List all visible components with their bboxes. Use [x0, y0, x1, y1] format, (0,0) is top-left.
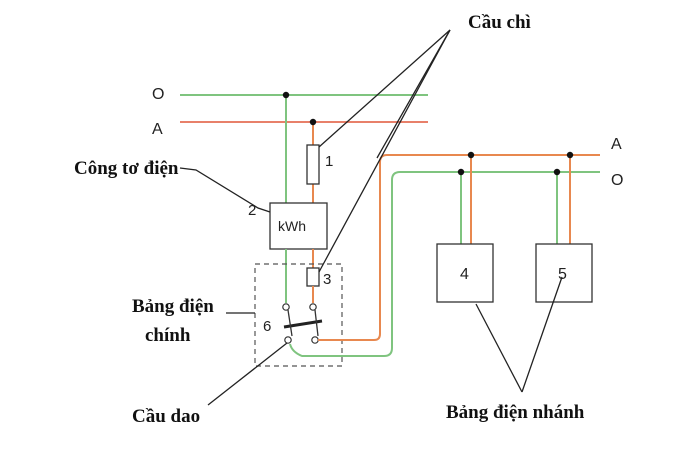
- fuse-3: [306, 267, 320, 287]
- switch-bottom-left-terminal: [284, 336, 292, 344]
- main-phase-label: A: [152, 121, 163, 138]
- switch-leader: [207, 342, 288, 406]
- fuse-callout: Cầu chì: [468, 12, 531, 33]
- branch4-neutral-junction: [457, 168, 465, 176]
- branch-neutral-feed: [289, 171, 600, 357]
- main-panel-callout-line2: chính: [145, 325, 191, 346]
- knife-switch-callout: Cầu dao: [132, 406, 200, 427]
- branch5-phase-junction: [566, 151, 574, 159]
- fuse-3-number: 3: [323, 271, 331, 288]
- branch-phase-feed: [318, 154, 600, 341]
- switch-number: 6: [263, 318, 271, 335]
- branch-panel-4-number: 4: [460, 266, 469, 283]
- main-panel-box: [254, 263, 343, 367]
- branch-leader-4: [475, 303, 523, 393]
- branch-leader-5: [521, 276, 563, 393]
- switch-blade-right: [314, 309, 319, 337]
- switch-blade-left: [287, 309, 293, 337]
- kwh-meter: [269, 202, 328, 250]
- branch-panel-callout: Bảng điện nhánh: [446, 402, 585, 423]
- switch-top-left-terminal: [282, 303, 290, 311]
- switch-top-right-terminal: [309, 303, 317, 311]
- neutral-junction: [282, 91, 290, 99]
- branch-panel-4: [436, 243, 494, 303]
- branch4-phase-junction: [467, 151, 475, 159]
- main-panel-callout-line1: Bảng điện: [132, 296, 214, 317]
- switch-bottom-right-terminal: [311, 336, 319, 344]
- fuse-leader-3: [318, 29, 451, 273]
- fuse-1-number: 1: [325, 153, 333, 170]
- branch-phase-label: A: [611, 136, 622, 153]
- fuse-leader-1: [318, 29, 451, 148]
- branch-panel-5-number: 5: [558, 266, 567, 283]
- meter-number: 2: [248, 202, 256, 219]
- branch5-neutral-junction: [553, 168, 561, 176]
- meter-callout: Công tơ điện: [74, 158, 179, 179]
- meter-leader: [179, 167, 271, 213]
- meter-unit: kWh: [278, 218, 306, 234]
- fuse-1: [306, 144, 320, 185]
- main-neutral-label: O: [152, 86, 164, 103]
- phase-junction: [309, 118, 317, 126]
- branch-panel-5: [535, 243, 593, 303]
- branch-neutral-label: O: [611, 172, 623, 189]
